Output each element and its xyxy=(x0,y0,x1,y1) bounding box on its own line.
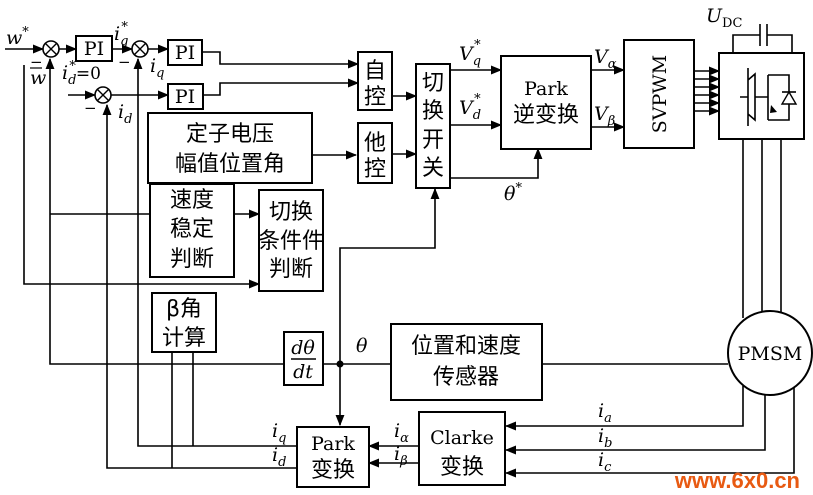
summing-junction-iq xyxy=(131,40,149,58)
switch-condition-label-1: 切换 xyxy=(269,200,313,225)
pi-id-block xyxy=(167,83,204,110)
switch-label-3: 开 xyxy=(422,128,444,153)
pi-speed-block xyxy=(75,35,113,62)
beta-angle-label-2: 计算 xyxy=(162,326,206,351)
svpwm-label: SVPWM xyxy=(649,55,671,134)
park-label-1: Park xyxy=(311,433,355,455)
other-control-label-2: 控 xyxy=(364,157,386,182)
label-ia: ia xyxy=(598,400,612,426)
pi-iq-label: PI xyxy=(175,42,195,64)
pmsm-label: PMSM xyxy=(738,343,803,365)
derivative-denominator: dt xyxy=(293,361,313,383)
auto-control-block xyxy=(357,51,393,111)
pi-id-label: PI xyxy=(175,86,195,108)
speed-stability-label-2: 稳定 xyxy=(170,217,214,242)
park-inverse-block xyxy=(500,55,592,150)
label-iq-ref: iq* xyxy=(114,20,128,49)
park-label-2: 变换 xyxy=(311,458,355,483)
stator-voltage-block xyxy=(147,112,313,184)
switch-condition-block xyxy=(258,189,324,292)
label-iq: iq xyxy=(150,55,164,81)
svpwm-block xyxy=(623,39,695,149)
pi-iq-block xyxy=(167,39,203,66)
switch-label-1: 切 xyxy=(422,71,444,96)
sensor-label-2: 传感器 xyxy=(433,365,499,390)
label-id: id xyxy=(118,101,132,127)
label-w-ref: w* xyxy=(6,25,29,49)
pi-speed-label: PI xyxy=(84,38,104,60)
label-theta-ref: θ* xyxy=(504,181,522,205)
label-ic: ic xyxy=(598,449,612,475)
park-inverse-label-2: 逆变换 xyxy=(513,103,579,128)
switch-condition-label-2: 条件件 xyxy=(258,229,324,254)
signal-labels: w* − w iq* − iq id*=0 − id Vq* Vd* θ* Vα… xyxy=(6,5,742,475)
other-control-label-1: 他 xyxy=(364,131,386,156)
label-park-id: id xyxy=(272,444,286,470)
pmsm-motor xyxy=(727,310,813,396)
position-speed-sensor-block xyxy=(390,323,543,401)
label-w-feedback: w xyxy=(30,67,46,89)
speed-stability-label-3: 判断 xyxy=(170,247,214,272)
label-id-ref: id*=0 xyxy=(62,59,101,88)
stator-voltage-label-1: 定子电压 xyxy=(186,122,274,147)
auto-control-label-1: 自 xyxy=(364,59,386,84)
speed-stability-label-1: 速度 xyxy=(170,188,214,213)
clarke-block xyxy=(418,411,506,486)
label-ib: ib xyxy=(598,425,612,451)
park-block xyxy=(296,426,370,488)
stator-voltage-label-2: 幅值位置角 xyxy=(175,152,285,177)
label-park-iq: iq xyxy=(272,420,286,446)
label-minus-id: − xyxy=(84,99,97,117)
sensor-label-1: 位置和速度 xyxy=(411,334,521,359)
clarke-label-2: 变换 xyxy=(440,455,484,480)
other-control-block xyxy=(357,122,393,184)
label-theta: θ xyxy=(356,335,368,357)
beta-angle-block xyxy=(151,292,217,353)
label-vd-ref: Vd* xyxy=(459,92,481,123)
label-valpha: Vα xyxy=(594,46,617,72)
label-minus-iq: − xyxy=(118,53,131,71)
clarke-label-1: Clarke xyxy=(430,427,494,449)
label-vq-ref: Vq* xyxy=(459,38,481,69)
auto-control-label-2: 控 xyxy=(364,85,386,110)
watermark: www.6x0.cn xyxy=(674,468,800,493)
park-inverse-label-1: Park xyxy=(524,78,568,100)
switch-block xyxy=(415,63,451,189)
switch-condition-label-3: 判断 xyxy=(269,257,313,282)
inverter-icon xyxy=(718,52,805,140)
summing-junction-speed xyxy=(42,40,60,58)
beta-angle-label-1: β角 xyxy=(166,297,202,322)
label-ialpha: iα xyxy=(394,420,409,446)
theta-junction-dot xyxy=(336,360,344,368)
summing-junction-id xyxy=(94,86,112,104)
label-udc: UDC xyxy=(706,5,742,31)
label-ibeta: iβ xyxy=(394,443,408,469)
label-vbeta: Vβ xyxy=(594,103,615,129)
speed-stability-block xyxy=(149,183,235,278)
label-minus-speed: − xyxy=(30,53,43,71)
derivative-numerator: dθ xyxy=(291,337,315,359)
signal-wires xyxy=(5,24,795,478)
switch-label-2: 换 xyxy=(422,99,444,124)
switch-label-4: 关 xyxy=(422,156,444,181)
